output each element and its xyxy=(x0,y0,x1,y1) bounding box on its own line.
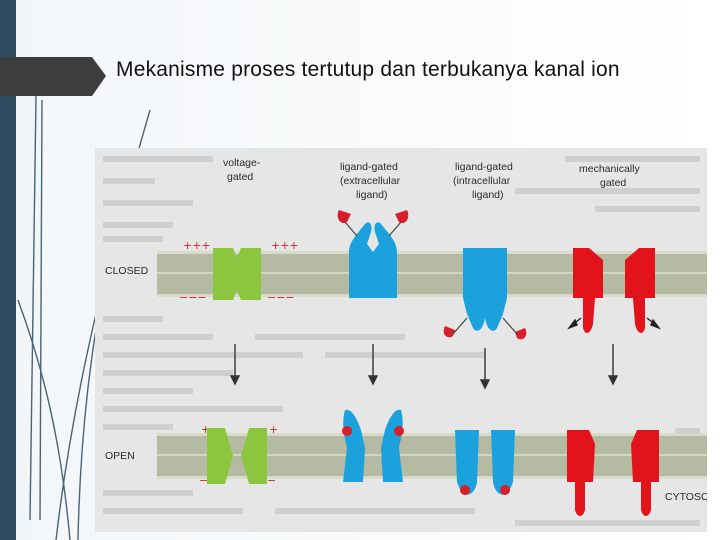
column-label-line: voltage- xyxy=(223,157,261,169)
column-label-line: ligand) xyxy=(472,189,504,201)
ligand-extracellular-channel-open xyxy=(342,409,404,482)
column-label-ligand-extracellular: ligand-gated (extracellular ligand) xyxy=(340,161,401,201)
row-label-open: OPEN xyxy=(105,450,135,462)
charge-open-left-top: + xyxy=(201,423,210,436)
ligand-intracellular-channel-open xyxy=(455,430,515,495)
charge-open-right-bottom: − xyxy=(267,474,276,487)
column-label-ligand-intracellular: ligand-gated (intracellular ligand) xyxy=(453,161,513,201)
column-label-line: mechanically xyxy=(579,163,640,175)
slide-title: Mekanisme proses tertutup dan terbukanya… xyxy=(116,58,620,81)
tension-arrows xyxy=(567,317,661,330)
column-label-line: ligand-gated xyxy=(455,161,513,173)
charge-open-right-top: + xyxy=(269,423,278,436)
row-label-closed: CLOSED xyxy=(105,265,149,277)
ligand-extracellular-channel-closed xyxy=(337,210,409,298)
charge-closed-right-top: +++ xyxy=(271,239,299,252)
mechanically-gated-channel-closed xyxy=(573,248,655,333)
charge-closed-left-bottom: −−− xyxy=(179,291,207,304)
column-label-line: gated xyxy=(227,171,253,183)
cytosol-label: CYTOSO xyxy=(665,491,707,503)
column-label-line: (intracellular xyxy=(453,175,511,187)
left-accent-band xyxy=(0,0,16,540)
voltage-gated-channel-open xyxy=(207,428,267,484)
charge-closed-left-top: +++ xyxy=(183,239,211,252)
column-label-voltage-gated: voltage- gated xyxy=(223,157,261,183)
column-label-line: (extracellular xyxy=(340,175,401,187)
column-label-line: ligand) xyxy=(356,189,388,201)
mechanically-gated-channel-open xyxy=(567,430,659,516)
ligand-intracellular-channel-closed xyxy=(443,248,527,340)
column-label-line: gated xyxy=(600,177,626,189)
title-ribbon xyxy=(0,57,106,96)
charge-open-left-bottom: − xyxy=(199,474,208,487)
background-text-texture xyxy=(103,156,700,526)
membrane-open xyxy=(157,433,707,479)
charge-closed-right-bottom: −−− xyxy=(267,291,295,304)
state-transition-arrows xyxy=(229,344,619,390)
column-label-mechanically-gated: mechanically gated xyxy=(579,163,640,189)
ion-channel-figure: voltage- gated ligand-gated (extracellul… xyxy=(95,148,707,532)
column-label-line: ligand-gated xyxy=(340,161,398,173)
voltage-gated-channel-closed xyxy=(213,248,261,300)
